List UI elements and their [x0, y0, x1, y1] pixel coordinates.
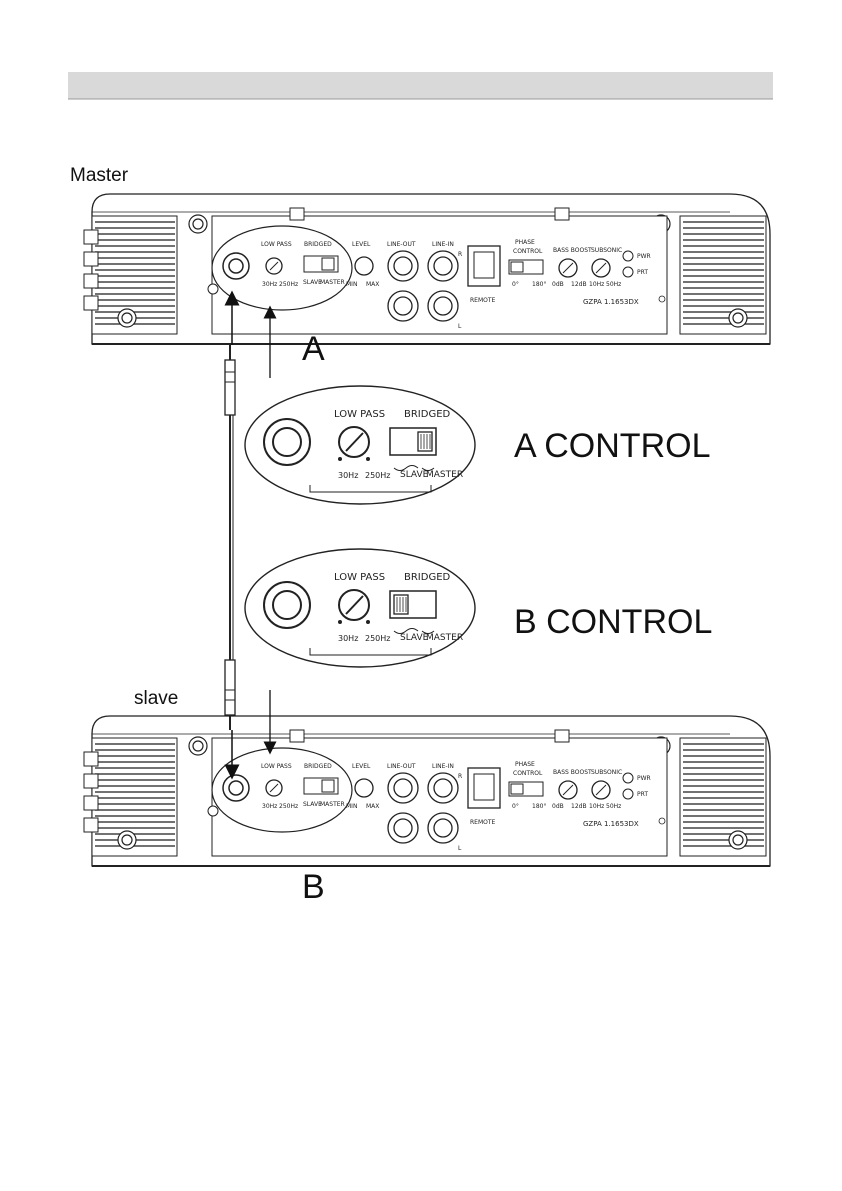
zoom-slave-label: SLAVE: [400, 633, 429, 643]
master-switch-label: MASTER: [320, 279, 345, 286]
zoom-low-pass-label: LOW PASS: [334, 409, 385, 420]
min-label: MIN: [346, 281, 357, 288]
slave-label: slave: [134, 688, 178, 709]
hz30-label: 30Hz: [262, 281, 277, 288]
hz30-label: 30Hz: [262, 803, 277, 810]
letter-a: A: [302, 330, 325, 368]
remote-label: REMOTE: [470, 819, 496, 826]
zoom-30hz-label: 30Hz: [338, 634, 358, 643]
max-label: MAX: [366, 281, 379, 288]
rca-cable: [224, 345, 236, 730]
hz250-label: 250Hz: [279, 281, 298, 288]
bridged-label: BRIDGED: [304, 763, 332, 770]
l-label: L: [458, 845, 462, 852]
line-in-label: LINE-IN: [432, 763, 454, 770]
zoom-low-pass-label: LOW PASS: [334, 572, 385, 583]
zoom-b-control: LOW PASS BRIDGED 30Hz 250Hz SLAVE MASTER: [244, 548, 476, 668]
l-label: L: [458, 323, 462, 330]
bridged-switch-knob-master: [417, 431, 433, 452]
bridged-label: BRIDGED: [304, 241, 332, 248]
hz250-label: 250Hz: [279, 803, 298, 810]
db12-label: 12dB: [571, 281, 587, 288]
prt-label: PRT: [637, 791, 648, 798]
zoom-master-label: MASTER: [426, 470, 463, 480]
prt-label: PRT: [637, 269, 648, 276]
pwr-label: PWR: [637, 775, 651, 782]
slave-switch-label: SLAVE: [303, 801, 322, 808]
bridged-switch-knob-slave: [393, 594, 409, 615]
db0-label: 0dB: [552, 803, 564, 810]
zoom-30hz-label: 30Hz: [338, 471, 358, 480]
b-control-title: B CONTROL: [514, 603, 712, 641]
slave-switch-label: SLAVE: [303, 279, 322, 286]
master-label: Master: [70, 165, 129, 186]
deg180-label: 180°: [532, 281, 546, 288]
line-out-label: LINE-OUT: [387, 241, 416, 248]
r-label: R: [458, 251, 462, 258]
zoom-250hz-label: 250Hz: [365, 471, 390, 480]
deg0-label: 0°: [512, 803, 519, 810]
zoom-bridged-label: BRIDGED: [404, 409, 451, 420]
model-label: GZPA 1.1653DX: [583, 298, 639, 306]
pwr-label: PWR: [637, 253, 651, 260]
hz10-label: 10Hz: [589, 803, 604, 810]
level-label: LEVEL: [352, 763, 371, 770]
zoom-a-control: LOW PASS BRIDGED 30Hz 250Hz SLAVE MASTER: [244, 385, 476, 505]
min-label: MIN: [346, 803, 357, 810]
line-in-label: LINE-IN: [432, 241, 454, 248]
bass-boost-label: BASS BOOST: [553, 769, 592, 776]
letter-b: B: [302, 868, 325, 906]
r-label: R: [458, 773, 462, 780]
level-label: LEVEL: [352, 241, 371, 248]
phase-label: PHASE: [515, 761, 535, 768]
deg180-label: 180°: [532, 803, 546, 810]
db0-label: 0dB: [552, 281, 564, 288]
remote-label: REMOTE: [470, 297, 496, 304]
hz50-label: 50Hz: [606, 281, 621, 288]
db12-label: 12dB: [571, 803, 587, 810]
hz10-label: 10Hz: [589, 281, 604, 288]
zoom-250hz-label: 250Hz: [365, 634, 390, 643]
model-label: GZPA 1.1653DX: [583, 820, 639, 828]
zoom-master-label: MASTER: [426, 633, 463, 643]
control-label: CONTROL: [513, 770, 543, 777]
hz50-label: 50Hz: [606, 803, 621, 810]
master-switch-label: MASTER: [320, 801, 345, 808]
low-pass-label: LOW PASS: [261, 763, 292, 770]
phase-label: PHASE: [515, 239, 535, 246]
a-control-title: A CONTROL: [514, 427, 710, 465]
bass-boost-label: BASS BOOST: [553, 247, 592, 254]
max-label: MAX: [366, 803, 379, 810]
zoom-slave-label: SLAVE: [400, 470, 429, 480]
header-bar: [68, 72, 773, 99]
subsonic-label: SUBSONIC: [591, 769, 622, 776]
low-pass-label: LOW PASS: [261, 241, 292, 248]
slave-amplifier: LOW PASS BRIDGED LEVEL LINE-OUT LINE-IN …: [83, 715, 771, 867]
line-out-label: LINE-OUT: [387, 763, 416, 770]
subsonic-label: SUBSONIC: [591, 247, 622, 254]
master-amplifier: LOW PASS BRIDGED LEVEL LINE-OUT LINE-IN …: [83, 193, 771, 345]
zoom-bridged-label: BRIDGED: [404, 572, 451, 583]
control-label: CONTROL: [513, 248, 543, 255]
deg0-label: 0°: [512, 281, 519, 288]
